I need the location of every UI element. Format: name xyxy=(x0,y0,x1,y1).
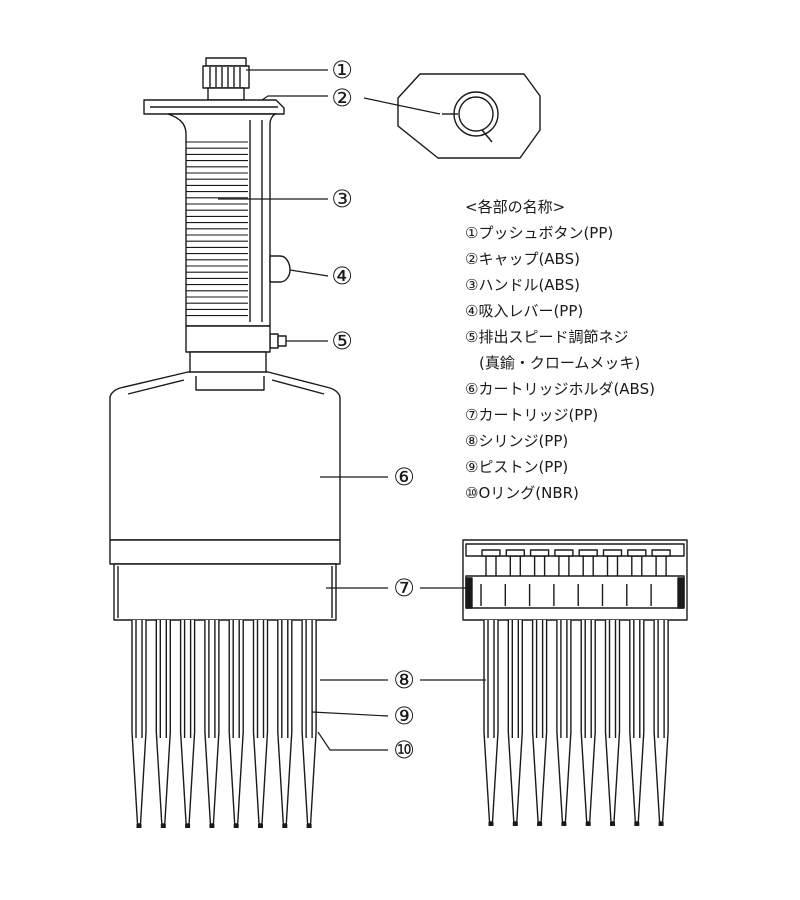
right-tip xyxy=(561,822,567,826)
legend-item-cap: ②キャップ(ABS) xyxy=(465,250,580,268)
callout-1: ① xyxy=(331,56,353,84)
callout-3: ③ xyxy=(331,185,353,213)
detail-unit-cap xyxy=(481,549,501,557)
legend-item-suction-lever: ④吸入レバー(PP) xyxy=(465,302,584,320)
right-tip xyxy=(610,822,615,826)
cartridge xyxy=(109,539,341,621)
legend-item-o-ring: ⑩Oリング(NBR) xyxy=(465,484,579,502)
legend-item-push-button: ①プッシュボタン(PP) xyxy=(465,224,614,242)
left-tip xyxy=(233,824,239,828)
left-tip xyxy=(185,824,191,828)
legend-item-syringe: ⑧シリンジ(PP) xyxy=(465,432,569,450)
callout-8: ⑧ xyxy=(393,666,415,694)
left-tip xyxy=(160,824,166,828)
detail-unit-cap xyxy=(554,549,574,557)
right-tube xyxy=(556,620,572,823)
handle-grip-ridges xyxy=(186,141,248,317)
detail-unit-cap xyxy=(602,549,623,557)
callout-6: ⑥ xyxy=(393,463,415,491)
right-tube xyxy=(604,620,621,823)
left-tube xyxy=(179,620,196,825)
syringe-tubes-left xyxy=(131,620,317,828)
legend-item-speed-screw-material: (真鍮・クロームメッキ) xyxy=(479,354,641,372)
right-tip xyxy=(512,822,518,826)
right-tube xyxy=(531,620,548,823)
right-tip xyxy=(537,822,543,826)
callout-2: ② xyxy=(331,84,353,112)
cap xyxy=(143,99,285,115)
left-tube xyxy=(204,620,220,825)
right-tube xyxy=(580,620,596,823)
left-tip xyxy=(209,824,215,828)
callout-5: ⑤ xyxy=(331,327,353,355)
legend-item-speed-screw: ⑤排出スピード調節ネジ xyxy=(465,328,629,346)
push-button xyxy=(202,57,250,101)
left-tip xyxy=(306,824,312,828)
parts-legend: ①プッシュボタン(PP) ②キャップ(ABS) ③ハンドル(ABS) ④吸入レバ… xyxy=(465,220,655,506)
syringe-tubes-right xyxy=(483,620,669,826)
left-tube xyxy=(155,620,171,825)
left-tube xyxy=(131,620,147,825)
legend-item-handle: ③ハンドル(ABS) xyxy=(465,276,580,294)
right-tip xyxy=(585,822,591,826)
handle-neck xyxy=(185,325,271,377)
cartridge-detail-units xyxy=(480,549,671,606)
legend-item-cartridge-holder: ⑥カートリッジホルダ(ABS) xyxy=(465,380,655,398)
detail-unit-cap xyxy=(529,549,550,557)
handle xyxy=(167,113,277,327)
left-tube xyxy=(228,620,244,825)
detail-unit-cap xyxy=(627,549,647,557)
right-tube xyxy=(507,620,523,823)
left-tip xyxy=(258,824,263,828)
right-tip xyxy=(634,822,640,826)
right-tip xyxy=(488,822,494,826)
suction-lever xyxy=(269,255,291,283)
callout-9: ⑨ xyxy=(393,702,415,730)
left-tube xyxy=(252,620,269,825)
right-tube xyxy=(653,620,669,823)
speed-adjustment-screw xyxy=(269,333,287,349)
legend-item-cartridge: ⑦カートリッジ(PP) xyxy=(465,406,599,424)
detail-unit-cap xyxy=(505,549,525,557)
cartridge-holder xyxy=(109,371,341,541)
legend-item-piston: ⑨ピストン(PP) xyxy=(465,458,569,476)
left-tube xyxy=(301,620,317,825)
callout-7: ⑦ xyxy=(393,574,415,602)
left-tip xyxy=(136,824,142,828)
detail-unit-cap xyxy=(651,549,671,557)
right-tube xyxy=(483,620,499,823)
left-tip xyxy=(282,824,288,828)
leader-lines xyxy=(218,69,486,751)
detail-unit-cap xyxy=(578,549,598,557)
right-tip xyxy=(658,822,664,826)
legend-title: <各部の名称> xyxy=(465,198,566,216)
callout-10: ⑩ xyxy=(393,736,415,764)
callout-4: ④ xyxy=(331,262,353,290)
left-tube xyxy=(277,620,293,825)
right-tube xyxy=(629,620,645,823)
cap-top-view xyxy=(397,73,541,159)
